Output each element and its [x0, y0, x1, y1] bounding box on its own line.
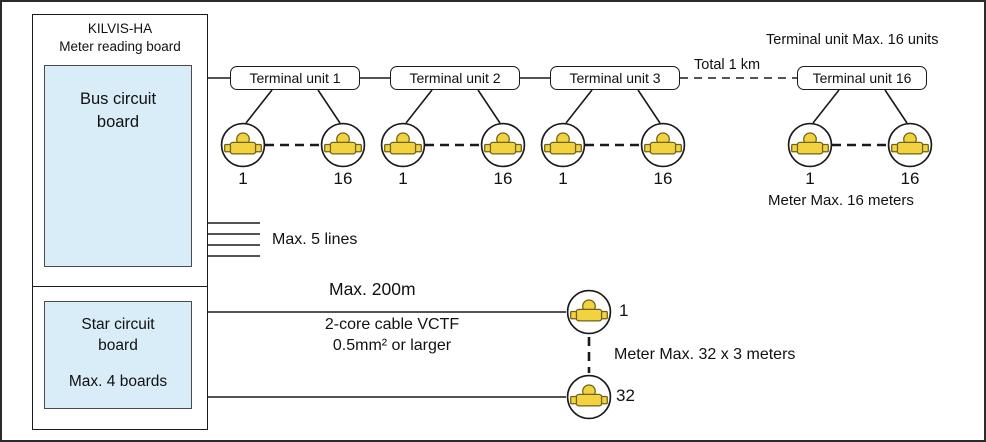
cable-spec-line1: 2-core cable VCTF	[324, 316, 460, 333]
water-meter-icon	[480, 122, 526, 168]
meter-number: 16	[333, 169, 353, 188]
terminal-unit-label: Terminal unit 16	[812, 70, 912, 86]
water-meter-icon	[566, 289, 612, 335]
bus-circuit-board-label: Bus circuit board	[79, 90, 157, 132]
meter-number: 1	[398, 169, 408, 188]
meter-number: 1	[805, 169, 815, 188]
water-meter-icon	[787, 122, 833, 168]
meter-number: 1	[619, 301, 629, 320]
star-circuit-board: Star circuit board Max. 4 boards	[44, 301, 192, 409]
star-circuit-board-label: Star circuit board	[81, 316, 155, 354]
meter-reading-board: KILVIS-HA Meter reading board Bus circui…	[32, 14, 208, 430]
star-meter-max-label: Meter Max. 32 x 3 meters	[614, 346, 796, 363]
terminal-unit-group: Terminal unit 2 1 16	[390, 66, 520, 198]
max-lines-label: Max. 5 lines	[272, 231, 358, 248]
meter-number: 1	[238, 169, 248, 188]
terminal-unit-label: Terminal unit 1	[249, 70, 341, 86]
board-title-line1: KILVIS-HA	[87, 21, 153, 36]
star-board-max-label: Max. 4 boards	[68, 372, 168, 390]
water-meter-icon	[380, 122, 426, 168]
meter-number: 16	[493, 169, 513, 188]
cable-spec-label: 2-core cable VCTF 0.5mm² or larger	[288, 315, 496, 357]
total-distance-label: Total 1 km	[694, 57, 761, 73]
meter-number: 32	[616, 386, 635, 405]
terminal-unit-box: Terminal unit 16	[797, 66, 927, 90]
water-meter-icon	[220, 122, 266, 168]
water-meter-icon	[566, 374, 612, 420]
water-meter-icon	[320, 122, 366, 168]
board-title: KILVIS-HA Meter reading board	[33, 15, 207, 56]
terminal-unit-max-label: Terminal unit Max. 16 units	[766, 32, 939, 48]
bus-circuit-board: Bus circuit board	[44, 65, 192, 267]
water-meter-icon	[887, 122, 933, 168]
water-meter-icon	[640, 122, 686, 168]
terminal-unit-label: Terminal unit 2	[409, 70, 501, 86]
terminal-unit-group: Terminal unit 16 1 16	[797, 66, 927, 198]
cable-spec-line2: 0.5mm² or larger	[332, 336, 452, 354]
bus-meter-max-label: Meter Max. 16 meters	[768, 192, 914, 209]
terminal-unit-group: Terminal unit 3 1 16	[550, 66, 680, 198]
board-divider	[33, 286, 207, 287]
water-meter-icon	[540, 122, 586, 168]
terminal-unit-group: Terminal unit 1 1 16	[230, 66, 360, 198]
max-distance-label: Max. 200m	[329, 279, 416, 299]
terminal-unit-box: Terminal unit 1	[230, 66, 360, 90]
terminal-unit-box: Terminal unit 2	[390, 66, 520, 90]
board-title-line2: Meter reading board	[59, 38, 181, 54]
meter-number: 1	[558, 169, 568, 188]
terminal-unit-box: Terminal unit 3	[550, 66, 680, 90]
meter-number: 16	[653, 169, 673, 188]
meter-number: 16	[900, 169, 920, 188]
terminal-unit-label: Terminal unit 3	[569, 70, 661, 86]
